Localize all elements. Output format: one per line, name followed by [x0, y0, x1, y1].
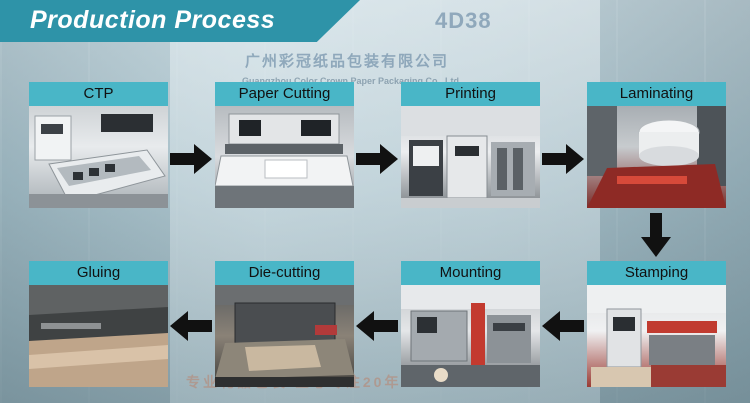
arrow-left-icon — [356, 311, 398, 341]
step-label: Mounting — [401, 261, 540, 285]
mounting-machine-photo — [401, 285, 540, 387]
step-label: Laminating — [587, 82, 726, 106]
arrow-right-icon — [356, 144, 398, 174]
step-label: Gluing — [29, 261, 168, 285]
laminating-machine-photo — [587, 106, 726, 208]
step-laminating: Laminating — [587, 82, 726, 208]
step-paper-cutting: Paper Cutting — [215, 82, 354, 208]
gluing-machine-photo — [29, 285, 168, 387]
step-gluing: Gluing — [29, 261, 168, 387]
die-cutting-machine-photo — [215, 285, 354, 387]
company-name-en: Guangzhou Color Crown Paper Packaging Co… — [242, 76, 462, 86]
step-stamping: Stamping — [587, 261, 726, 387]
arrow-right-icon — [170, 144, 212, 174]
arrow-right-icon — [542, 144, 584, 174]
step-label: Stamping — [587, 261, 726, 285]
step-label: Printing — [401, 82, 540, 106]
page-title: Production Process — [30, 6, 276, 34]
ctp-machine-photo — [29, 106, 168, 208]
arrow-left-icon — [542, 311, 584, 341]
step-label: Paper Cutting — [215, 82, 354, 106]
step-ctp: CTP — [29, 82, 168, 208]
step-label: Die-cutting — [215, 261, 354, 285]
stamping-machine-photo — [587, 285, 726, 387]
paper-cutter-photo — [215, 106, 354, 208]
step-mounting: Mounting — [401, 261, 540, 387]
step-label: CTP — [29, 82, 168, 106]
step-printing: Printing — [401, 82, 540, 208]
booth-number: 4D38 — [435, 8, 492, 33]
printing-press-photo — [401, 106, 540, 208]
title-banner — [0, 0, 360, 42]
arrow-left-icon — [170, 311, 212, 341]
step-die-cutting: Die-cutting — [215, 261, 354, 387]
arrow-down-icon — [641, 213, 671, 257]
company-name-cn: 广州彩冠纸品包装有限公司 — [245, 53, 450, 70]
